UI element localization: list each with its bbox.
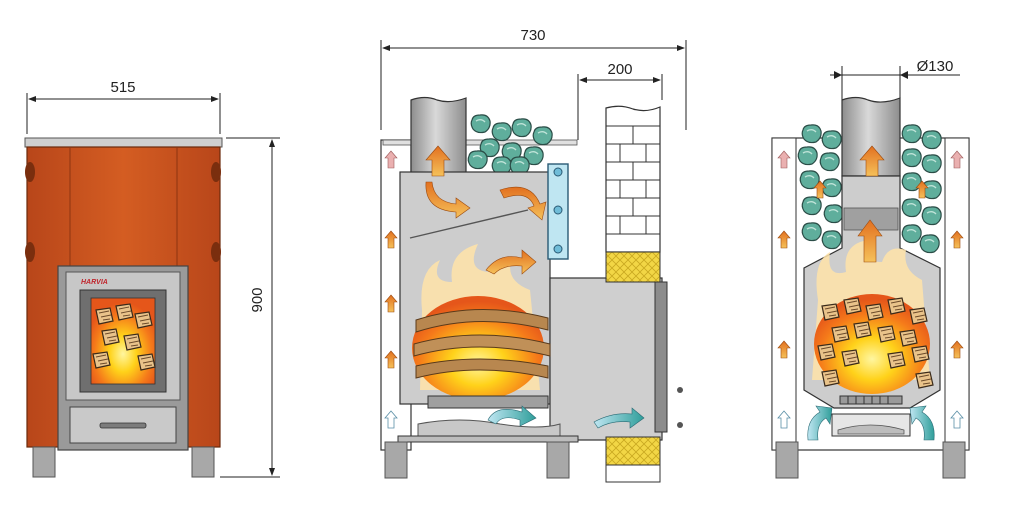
tunnel-dimension: 200 xyxy=(577,61,663,140)
brand-logo: HARVIA xyxy=(81,279,108,286)
depth-label: 730 xyxy=(520,27,545,44)
width-dimension: 515 xyxy=(26,79,221,134)
tunnel-label: 200 xyxy=(607,61,632,78)
front-view: 515 900 HARVIA xyxy=(24,79,280,478)
chimney-pipe xyxy=(841,96,901,177)
brick-wall xyxy=(605,105,661,483)
leg xyxy=(384,441,408,479)
flue-gas-arrow-icon xyxy=(859,145,885,177)
height-label: 900 xyxy=(249,287,266,312)
diameter-label: Ø130 xyxy=(917,58,954,75)
handle-icon xyxy=(211,242,221,262)
flue-gas-arrow-icon xyxy=(425,181,471,219)
width-label: 515 xyxy=(110,79,135,96)
rear-section: Ø130 xyxy=(771,58,970,479)
side-section: 730 200 xyxy=(380,27,687,483)
diameter-dimension: Ø130 xyxy=(830,58,960,100)
leg xyxy=(32,446,56,478)
leg xyxy=(191,446,215,478)
leg xyxy=(546,441,570,479)
handle-icon xyxy=(211,162,221,182)
height-dimension: 900 xyxy=(220,137,280,478)
handle-icon xyxy=(25,162,35,182)
combustion-air-arrow-icon xyxy=(487,405,537,427)
flue-gas-arrow-icon xyxy=(425,145,451,177)
combustion-air-arrow-icon xyxy=(593,407,645,429)
leg xyxy=(942,441,966,479)
combustion-air-arrow-icon xyxy=(909,405,935,441)
fire-section xyxy=(412,244,561,437)
fire-tunnel xyxy=(549,277,663,441)
drawer-handle xyxy=(99,422,147,429)
leg xyxy=(775,441,799,479)
chimney-pipe xyxy=(410,96,467,176)
top-plate xyxy=(24,137,223,148)
flue-gas-arrow-icon xyxy=(485,249,537,275)
depth-dimension: 730 xyxy=(380,27,687,130)
handle-icon xyxy=(25,242,35,262)
combustion-air-arrow-icon xyxy=(807,405,833,441)
flue-gas-arrow-icon xyxy=(499,186,547,221)
flue-gas-arrow-icon xyxy=(857,219,883,263)
